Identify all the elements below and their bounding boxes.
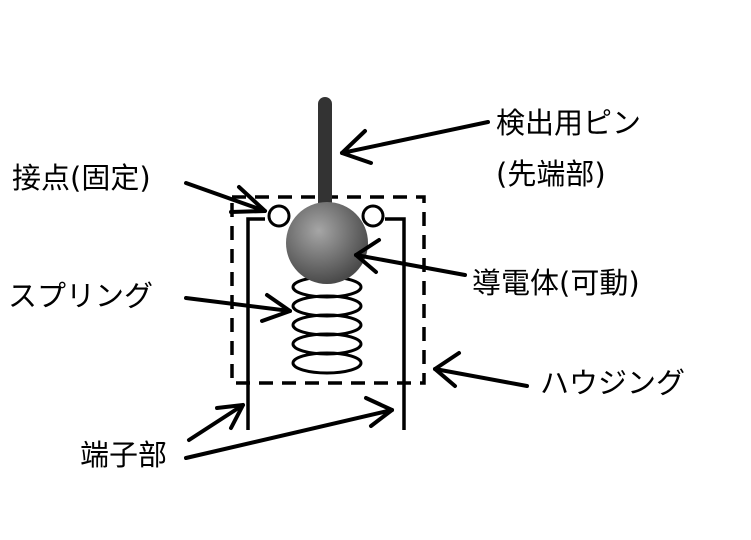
label-conductor-movable: 導電体(可動) (472, 266, 640, 300)
arrow-terminal-right (184, 396, 394, 460)
arrow-spring (184, 293, 292, 323)
fixed-contact-left (267, 204, 291, 228)
arrow-contact-fixed (184, 181, 267, 214)
arrow-housing (433, 351, 529, 388)
label-terminal: 端子部 (80, 438, 168, 472)
label-detection-pin-tip: (先端部) (496, 157, 606, 191)
fixed-contact-right (361, 204, 385, 228)
arrow-conductor (354, 238, 467, 277)
label-spring: スプリング (8, 279, 154, 313)
arrow-terminal-left (187, 403, 245, 442)
spring-coil (291, 275, 363, 375)
label-detection-pin: 検出用ピン (496, 106, 642, 140)
arrow-detection-pin (340, 120, 490, 165)
terminal-frame (246, 217, 406, 430)
conductor-ball (286, 202, 368, 284)
label-housing: ハウジング (540, 366, 686, 400)
label-contact-fixed: 接点(固定) (12, 161, 151, 195)
